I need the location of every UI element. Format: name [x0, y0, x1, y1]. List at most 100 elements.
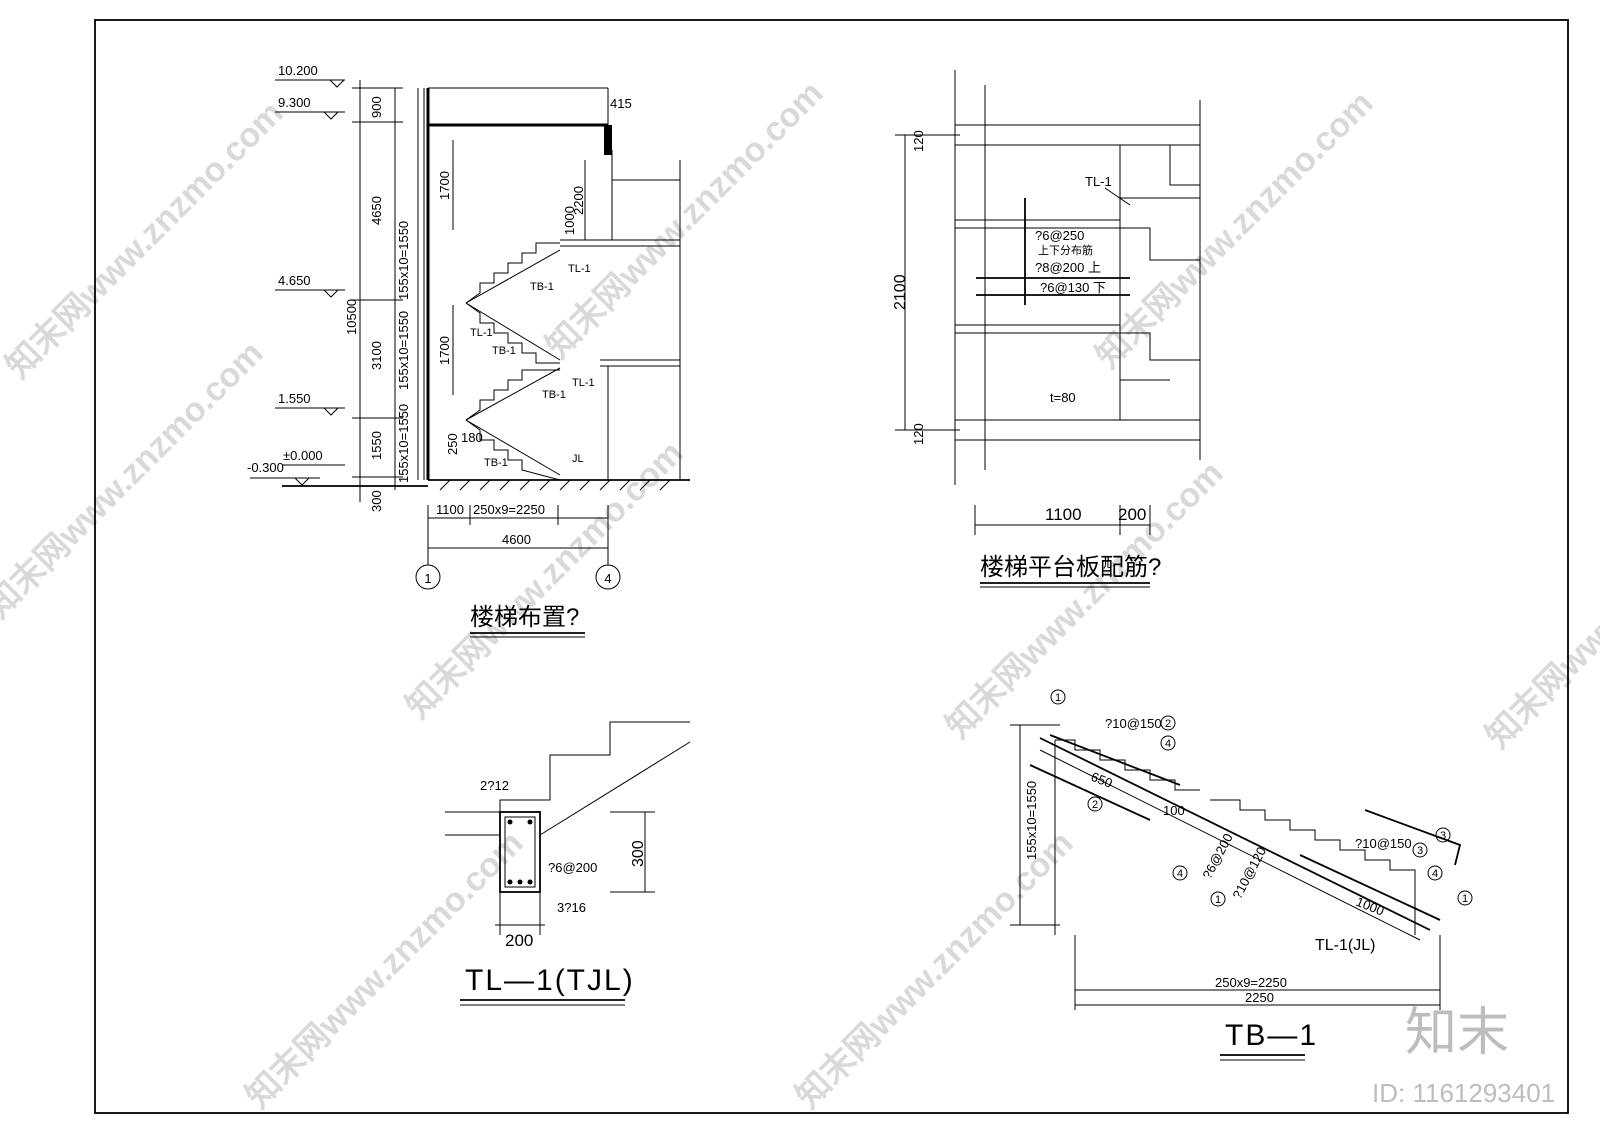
tb1-title: TB—1	[1225, 1019, 1318, 1052]
dim-label: 155x10=1550	[396, 311, 411, 390]
dim-label: 155x10=1550	[396, 221, 411, 300]
dim-label: 2100	[892, 274, 909, 310]
watermark-text: 知末网www.znzmo.com	[1089, 84, 1381, 376]
dim-label: 120	[911, 423, 926, 445]
dim-label: 1700	[437, 336, 452, 365]
rebar-label: ?6@200	[1199, 831, 1235, 882]
member-label: JL	[572, 453, 584, 465]
stair-layout-title: 楼梯布置?	[470, 604, 579, 631]
watermark-text: 知末网www.znzmo.com	[1479, 464, 1600, 756]
stair-section	[282, 87, 690, 491]
dim-label: 200	[505, 931, 533, 950]
elevation-label: ±0.000	[283, 448, 323, 463]
dim-label: 300	[630, 840, 647, 867]
elevation-label: 4.650	[278, 273, 311, 288]
beam-section: 2?12 ?6@200 3?16 300 200 TL—1(TJL)	[445, 721, 691, 1006]
elevation-label: 9.300	[278, 95, 311, 110]
dim-label: 1700	[437, 171, 452, 200]
watermark-layer: 知末网www.znzmo.com 知末网www.znzmo.com 知末网www…	[0, 74, 1600, 1116]
marker-number: 1	[1462, 893, 1468, 905]
marker-number: 4	[1432, 868, 1438, 880]
drawing-frame	[94, 19, 1569, 1114]
elevation-label: -0.300	[247, 460, 284, 475]
dim-label: 900	[369, 96, 384, 118]
dim-label: 120	[911, 130, 926, 152]
rebar-label: ?6@130 下	[1040, 280, 1106, 295]
axis-bubble	[415, 564, 441, 590]
left-dimension-chain: 900 4650 10500 3100 1550 300	[344, 80, 403, 512]
dim-label: 180	[461, 430, 483, 445]
member-label: TB-1	[484, 457, 508, 469]
marker-number: 2	[1092, 799, 1098, 811]
rebar-label: 上下分布筋	[1038, 243, 1093, 257]
rebar-label: ?8@200 上	[1035, 260, 1101, 275]
marker-number: 2	[1165, 718, 1171, 730]
tb1-detail: 155x10=1550 250x9=2250 2250 ?10@150 650 …	[1010, 689, 1473, 1061]
rebar-label: ?6@200	[548, 860, 597, 875]
marker-number: 1	[1215, 894, 1221, 906]
dim-label: 1550	[369, 431, 384, 460]
watermark-logo: 知末	[1405, 1004, 1509, 1062]
rebar-label: 2?12	[480, 778, 509, 793]
watermark-id: ID: 1161293401	[1372, 1078, 1555, 1108]
dim-label: 250	[445, 433, 460, 455]
marker-number: 3	[1417, 845, 1423, 857]
thickness-label: t=80	[1050, 390, 1076, 405]
dim-label: 1100	[436, 502, 464, 517]
dim-label: 2250	[1245, 990, 1274, 1005]
axis-label: 4	[604, 571, 611, 586]
inner-dims: 1700 1700 2200 1000 250 180 415	[437, 96, 632, 455]
marker-number: 4	[1165, 738, 1171, 750]
stair-layout: 10.200 9.300 4.650 1.550 ±0.000 -0.300	[247, 63, 690, 638]
watermark-text: 知末网www.znzmo.com	[789, 824, 1081, 1116]
dim-label: 250x9=2250	[473, 502, 545, 517]
dim-label: 4650	[369, 196, 384, 225]
member-labels: TL-1 TB-1 TL-1 TB-1 TL-1 TB-1 TB-1 JL	[470, 263, 595, 469]
dim-label: 415	[610, 96, 632, 111]
member-label: TL-1	[568, 263, 591, 275]
landing-slab-title: 楼梯平台板配筋?	[980, 554, 1161, 581]
dim-label: 1100	[1045, 505, 1082, 524]
dim-label: 2200	[571, 186, 586, 215]
member-label: TB-1	[542, 389, 566, 401]
dim-label: 10500	[344, 299, 359, 335]
member-label: TB-1	[492, 345, 516, 357]
axis-bubbles: 1 4	[415, 555, 621, 590]
axis-bubble	[595, 564, 621, 590]
rebar-label: ?10@120	[1229, 844, 1269, 901]
member-label: TL-1(JL)	[1315, 937, 1375, 954]
elevation-label: 1.550	[278, 391, 311, 406]
marker-number: 3	[1440, 830, 1446, 842]
watermark-text: 知末网www.znzmo.com	[0, 334, 271, 626]
rebar-label: ?10@150	[1355, 836, 1412, 851]
rebar-label: 3?16	[557, 900, 586, 915]
dim-label: 100	[1163, 803, 1185, 818]
landing-slab: 120 2100 120 1100 200 TL-1 ?6@250 上下分布筋 …	[892, 70, 1201, 588]
marker-circles: 1 2 4 2 4 1 3 3 4 1	[1050, 689, 1473, 907]
member-label: TL-1	[572, 377, 595, 389]
flight-dims: 155x10=1550 155x10=1550 155x10=1550	[396, 88, 419, 483]
watermark-text: 知末网www.znzmo.com	[399, 434, 691, 726]
dim-label: 300	[369, 490, 384, 512]
watermark-text: 知末网www.znzmo.com	[539, 74, 831, 366]
dim-label: 3100	[369, 341, 384, 370]
dim-label: 4600	[502, 532, 531, 547]
marker-number: 4	[1177, 868, 1183, 880]
watermark-text: 知末网www.znzmo.com	[939, 454, 1231, 746]
member-label: TB-1	[530, 281, 554, 293]
axis-label: 1	[424, 571, 431, 586]
bottom-dims: 1100 250x9=2250 4600	[427, 502, 609, 555]
member-label: TL-1	[470, 327, 493, 339]
rebar-label: ?10@150	[1105, 716, 1162, 731]
dim-label: 155x10=1550	[1024, 781, 1039, 860]
marker-number: 1	[1055, 692, 1061, 704]
dim-label: 200	[1118, 505, 1146, 524]
member-label: TL-1	[1085, 174, 1112, 189]
dim-label: 1000	[562, 206, 577, 235]
elevation-markers: 10.200 9.300 4.650 1.550 ±0.000 -0.300	[247, 63, 345, 486]
dim-label: 155x10=1550	[396, 404, 411, 483]
dim-label: 250x9=2250	[1215, 975, 1287, 990]
elevation-label: 10.200	[278, 63, 318, 78]
rebar-label: ?6@250	[1035, 228, 1084, 243]
